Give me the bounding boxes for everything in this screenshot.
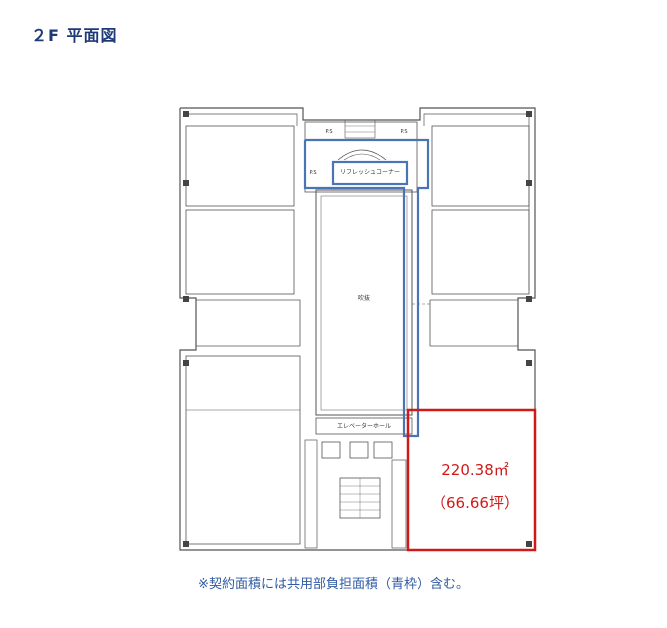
rented-area-tsubo: （66.66坪） — [431, 494, 519, 512]
contract-area-note: ※契約面積には共用部負担面積（青枠）含む。 — [198, 577, 469, 592]
ps-label-top-right: P.S — [401, 129, 408, 135]
columns — [183, 111, 532, 547]
void-label: 吹抜 — [358, 294, 370, 302]
ps-label-mid-left: P.S — [310, 170, 317, 176]
page-title: ２F 平面図 — [31, 26, 118, 45]
refresh-corner-label: リフレッシュコーナー — [340, 169, 400, 176]
ps-label-top-left: P.S — [326, 129, 333, 135]
rented-area-sqm: 220.38㎡ — [441, 461, 509, 479]
common-area-frame — [303, 138, 430, 438]
rented-area-frame — [406, 408, 537, 552]
elevator-hall-label: エレベーターホール — [337, 422, 391, 430]
building-outline — [179, 107, 536, 551]
